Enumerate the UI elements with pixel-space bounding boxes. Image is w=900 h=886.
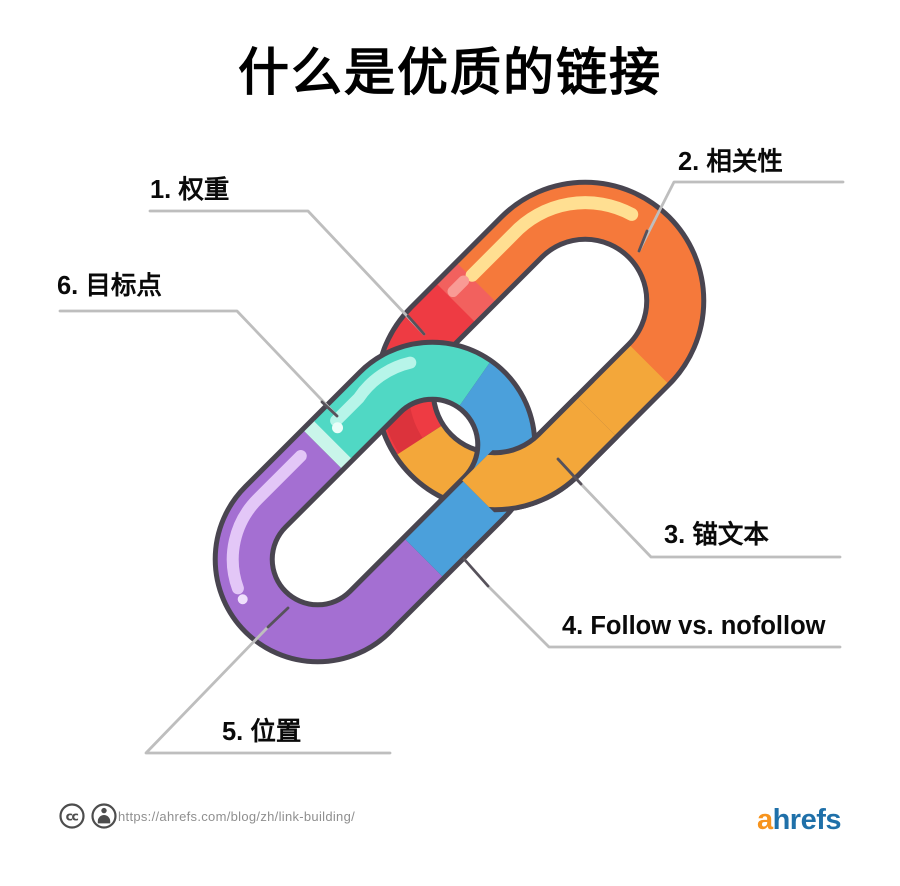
pointer-line-2: [637, 180, 845, 253]
page-title: 什么是优质的链接: [238, 44, 662, 101]
callout-label-follow-nofollow: 4. Follow vs. nofollow: [562, 612, 826, 640]
footer: cc https://ahrefs.com/blog/zh/link-build…: [59, 803, 842, 836]
attribution-icon: [91, 803, 117, 829]
segment-relevance-orange: [457, 184, 702, 419]
teal-gloss-highlight: [330, 356, 417, 427]
segment-red-light-band: [437, 263, 496, 322]
cc-icon-letters: cc: [66, 809, 79, 824]
pointer-line-6: [58, 309, 339, 418]
purple-gloss-highlight: [226, 450, 307, 595]
segment-teal-pale-band: [304, 420, 352, 469]
pointer-tick-6: [320, 400, 339, 418]
source-url: https://ahrefs.com/blog/zh/link-building…: [118, 809, 355, 824]
attribution-icon-body: [97, 815, 111, 824]
segment-destination-teal: [314, 344, 490, 459]
pointer-tick-1: [406, 314, 426, 336]
callout-label-placement: 5. 位置: [222, 717, 301, 746]
pointer-line-3: [579, 482, 842, 559]
pointer-line-1: [148, 209, 426, 336]
ahrefs-logo: ahrefs: [757, 804, 841, 836]
attribution-icon-head: [101, 807, 107, 814]
teal-gloss-dot: [332, 422, 344, 434]
chain-illustration: [212, 179, 707, 665]
pointer-line-5: [144, 626, 392, 755]
pointer-tick-4: [462, 557, 490, 588]
red-gloss-highlight: [447, 275, 470, 298]
chain-interlock-overpass: [462, 381, 623, 513]
callout-label-anchor-text: 3. 锚文本: [664, 520, 769, 549]
segment-position-purple: [217, 431, 443, 660]
callout-label-relevance: 2. 相关性: [678, 148, 783, 176]
ahrefs-logo-a: a: [757, 804, 774, 836]
pointer-tick-3: [556, 457, 583, 486]
callout-lines: [58, 180, 845, 755]
callout-label-weight: 1. 权重: [150, 176, 229, 204]
cc-icon: cc: [59, 803, 85, 829]
orange-gloss-highlight: [465, 196, 639, 282]
pointer-tick-2: [637, 229, 649, 253]
overpass-yellow: [462, 381, 623, 508]
pointer-tick-5: [266, 606, 290, 629]
ahrefs-logo-rest: hrefs: [773, 804, 841, 836]
callout-label-destination: 6. 目标点: [57, 271, 162, 300]
purple-gloss-dot: [237, 594, 248, 605]
pointer-line-4: [486, 584, 842, 649]
